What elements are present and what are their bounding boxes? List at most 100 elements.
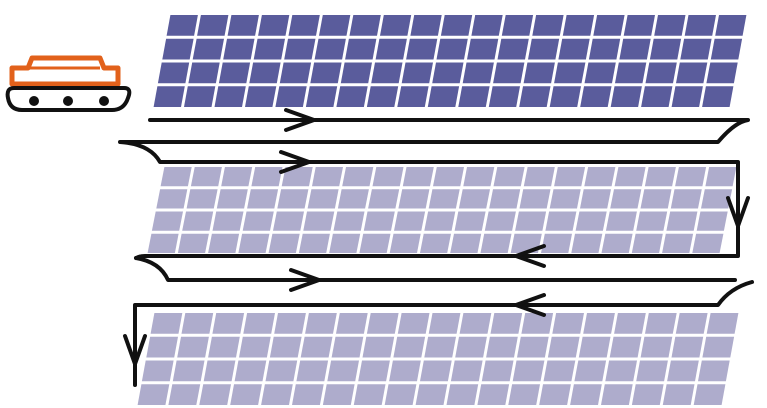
solar-cell (242, 211, 274, 231)
solar-cell (450, 360, 483, 382)
solar-cell (462, 62, 494, 84)
solar-cell (199, 384, 231, 405)
solar-cell (619, 38, 651, 60)
solar-cell (366, 86, 399, 107)
path-segment (133, 280, 754, 387)
solar-cell (614, 167, 646, 187)
solar-cell (329, 233, 361, 253)
solar-cell (223, 38, 255, 60)
solar-cell (667, 360, 699, 382)
solar-cell (588, 38, 621, 60)
solar-cell (310, 62, 342, 84)
solar-cell (166, 15, 198, 36)
solar-cell (300, 336, 333, 358)
solar-cell (249, 62, 281, 84)
solar-cell (190, 167, 222, 187)
solar-cell (296, 360, 329, 382)
solar-cell (157, 62, 190, 84)
solar-cell (247, 189, 279, 209)
solar-cell (489, 189, 521, 209)
solar-cell (671, 86, 703, 107)
solar-cell (342, 167, 374, 187)
solar-cell (450, 233, 482, 253)
solar-cell (281, 167, 313, 187)
solar-cell (583, 313, 615, 334)
solar-cell (481, 360, 514, 382)
arrow-icon (123, 334, 147, 366)
solar-cell (172, 360, 205, 382)
solar-cell (593, 15, 625, 36)
solar-cell (234, 360, 267, 382)
solar-cell (380, 15, 412, 36)
path-segment (118, 118, 750, 260)
robot-track (5, 86, 132, 112)
solar-cell (146, 336, 178, 358)
solar-cell (636, 360, 668, 382)
solar-cell (580, 189, 611, 209)
solar-cell (284, 38, 316, 60)
solar-cell (420, 360, 452, 382)
solar-cell (645, 313, 677, 334)
solar-cell (706, 62, 738, 84)
solar-cell (623, 15, 655, 36)
solar-cell (322, 384, 355, 405)
solar-cell (715, 15, 747, 36)
solar-cell (177, 233, 209, 253)
solar-cell (636, 211, 668, 231)
solar-cell (389, 360, 421, 382)
solar-cell (212, 211, 244, 231)
solar-cell (571, 233, 603, 253)
solar-cell (649, 38, 682, 60)
solar-cell (372, 167, 404, 187)
solar-cell (532, 15, 564, 36)
solar-cell (307, 189, 339, 209)
solar-cell (601, 233, 633, 253)
solar-cell (645, 62, 677, 84)
solar-cell (501, 15, 534, 36)
solar-cell (274, 313, 306, 334)
solar-cell (463, 167, 495, 187)
solar-cell (314, 38, 346, 60)
solar-cell (654, 15, 686, 36)
solar-cell (680, 38, 712, 60)
solar-cell (349, 15, 381, 36)
solar-cell (265, 360, 298, 382)
solar-cell (684, 15, 716, 36)
solar-cell (467, 38, 499, 60)
solar-cell (258, 15, 290, 36)
solar-cell (477, 384, 510, 405)
solar-cell (610, 86, 642, 107)
solar-cell (402, 167, 434, 187)
solar-cell (279, 62, 312, 84)
solar-cell (562, 15, 595, 36)
solar-cell (353, 384, 386, 405)
solar-cell (375, 38, 407, 60)
solar-cell (696, 211, 728, 231)
solar-cell (162, 38, 194, 60)
solar-cell (584, 62, 616, 84)
solar-cell (292, 384, 324, 405)
solar-cell (519, 189, 551, 209)
solar-cell (580, 86, 612, 107)
solar-cell (676, 62, 708, 84)
solar-cell (515, 211, 547, 231)
solar-cell (552, 313, 584, 334)
solar-cell (312, 167, 343, 187)
solar-cell (541, 233, 572, 253)
solar-cell (454, 211, 486, 231)
solar-cell (523, 167, 555, 187)
solar-cell (440, 15, 473, 36)
solar-cell (671, 336, 704, 358)
solar-cell (432, 62, 464, 84)
solar-cell (488, 86, 520, 107)
solar-cell (253, 38, 285, 60)
arrow-icon (514, 244, 546, 268)
solar-cell (705, 167, 737, 187)
solar-cell (570, 384, 602, 405)
solar-cell (208, 233, 240, 253)
solar-cell (428, 189, 460, 209)
solar-cell (692, 233, 724, 253)
solar-cell (319, 15, 351, 36)
solar-cell (554, 62, 586, 84)
